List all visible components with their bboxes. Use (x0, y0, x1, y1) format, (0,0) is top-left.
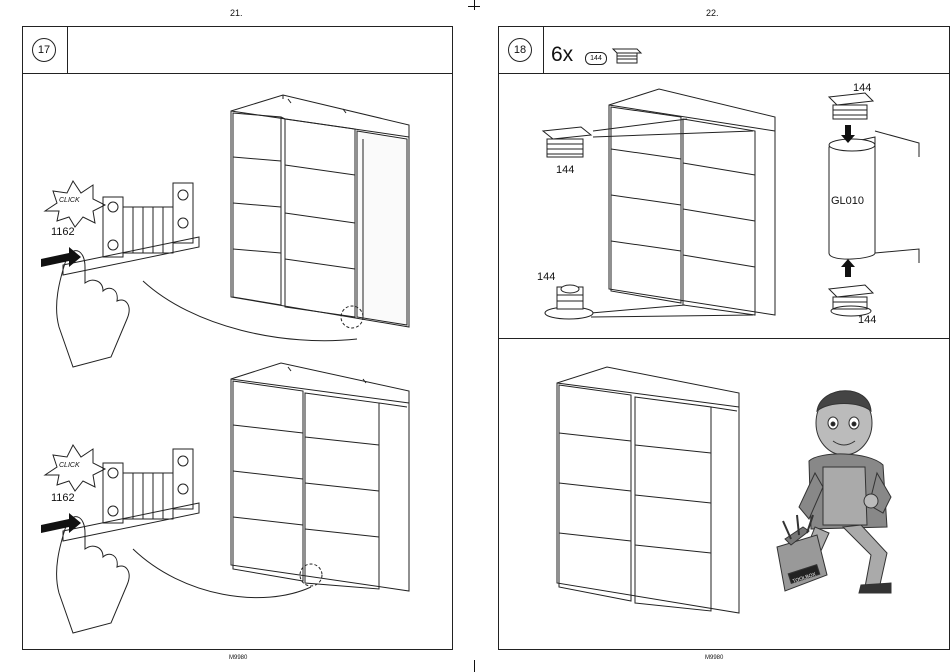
page-number-right: 22. (706, 8, 719, 18)
crop-mark-top-cross (468, 6, 480, 7)
left-page-frame: 17 (22, 26, 453, 650)
crop-mark-bottom (474, 660, 475, 672)
mascot-illustration: TOOLBOX (499, 27, 950, 651)
part-label-1162-bottom: 1162 (51, 492, 75, 504)
right-page-frame: 18 6x 144 (498, 26, 950, 650)
crop-mark-top (474, 0, 475, 10)
page-number-left: 21. (230, 8, 243, 18)
footer-code-left: M9980 (229, 655, 247, 661)
footer-code-right: M9980 (705, 655, 723, 661)
click-label-bottom: CLICK (59, 462, 80, 469)
clip-detail-bottom (23, 27, 454, 651)
